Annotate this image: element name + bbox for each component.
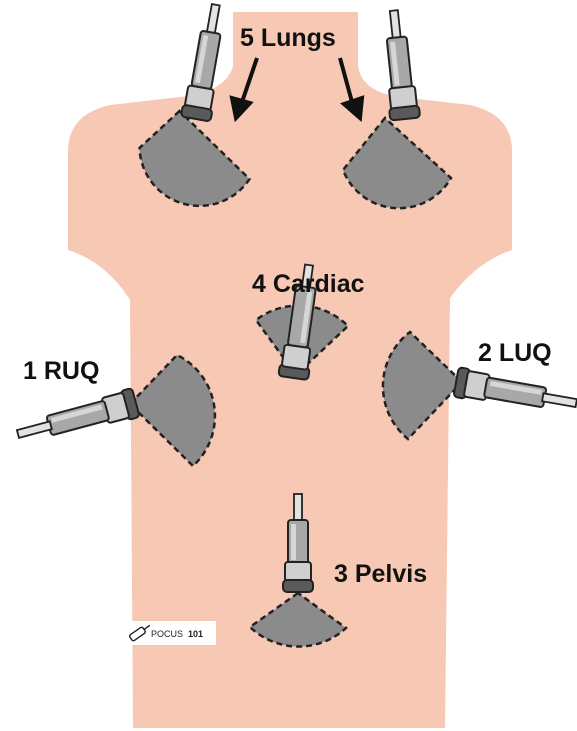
label-lungs: 5 Lungs (240, 24, 336, 52)
logo-number: 101 (188, 629, 203, 639)
label-pelvis: 3 Pelvis (334, 560, 427, 588)
luq-sector (383, 332, 462, 439)
label-luq: 2 LUQ (478, 339, 552, 367)
pocus-101-logo: POCUS 101 (124, 621, 216, 645)
ruq-probe-icon (14, 388, 140, 449)
luq-probe-icon (453, 367, 577, 418)
label-ruq: 1 RUQ (23, 357, 99, 385)
label-cardiac: 4 Cardiac (252, 270, 365, 298)
logo-text: POCUS (151, 629, 183, 639)
